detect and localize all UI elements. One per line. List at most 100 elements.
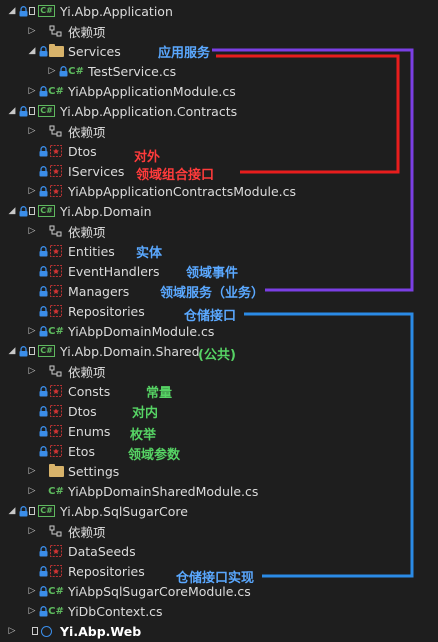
- collapse-chevron-icon[interactable]: ▷: [48, 66, 56, 76]
- tree-item[interactable]: ▷依赖项: [26, 521, 106, 541]
- dependencies-icon: [48, 361, 64, 381]
- tree-item[interactable]: EventHandlers: [26, 261, 160, 281]
- tree-item-label: Yi.Abp.Application: [60, 3, 173, 19]
- lock-icon: [38, 281, 48, 301]
- annotation-entity: 实体: [136, 246, 163, 261]
- lock-icon: [38, 241, 48, 261]
- tree-item-label: YiDbContext.cs: [68, 603, 163, 619]
- collapse-chevron-icon[interactable]: ▷: [28, 526, 36, 536]
- tree-item[interactable]: ▷依赖项: [26, 221, 106, 241]
- tree-item[interactable]: IServices: [26, 161, 124, 181]
- tree-item[interactable]: ▷Yi.Abp.Web: [6, 621, 142, 641]
- purple-connector: [212, 48, 414, 292]
- collapse-chevron-icon[interactable]: ▷: [28, 366, 36, 376]
- chevron-spacer: [26, 561, 38, 581]
- tree-item[interactable]: ◢C#Yi.Abp.Application: [6, 1, 173, 21]
- tree-item[interactable]: ▷YiAbpApplicationContractsModule.cs: [26, 181, 297, 201]
- tree-item[interactable]: Dtos: [26, 141, 97, 161]
- tree-item[interactable]: ▷C#YiAbpDomainSharedModule.cs: [26, 481, 259, 501]
- tree-item-label: DataSeeds: [68, 543, 136, 559]
- chevron-spacer: [26, 421, 38, 441]
- chevron-spacer: [26, 141, 38, 161]
- missing-folder-icon: [48, 141, 64, 161]
- annotation-public: (公共): [198, 348, 236, 363]
- collapse-chevron-icon[interactable]: ▷: [8, 626, 16, 636]
- lock-spacer: [38, 221, 48, 241]
- tree-item-label: TestService.cs: [88, 63, 177, 79]
- tree-item[interactable]: ◢Services: [26, 41, 121, 61]
- csharp-project-icon: C#: [28, 501, 56, 521]
- chevron-spacer: [26, 241, 38, 261]
- tree-item[interactable]: ▷依赖项: [26, 21, 106, 41]
- collapse-chevron-icon[interactable]: ▷: [28, 226, 36, 236]
- collapse-chevron-icon[interactable]: ▷: [28, 86, 36, 96]
- tree-item-label: YiAbpDomainModule.cs: [68, 323, 215, 339]
- lock-icon: [18, 341, 28, 361]
- tree-item-label: Consts: [68, 383, 111, 399]
- tree-item[interactable]: ▷C#YiAbpDomainModule.cs: [26, 321, 215, 341]
- missing-folder-icon: [48, 441, 64, 461]
- chevron-spacer: [26, 381, 38, 401]
- tree-item-label: Yi.Abp.Domain: [60, 203, 152, 219]
- tree-item[interactable]: ▷C#TestService.cs: [46, 61, 177, 81]
- tree-item[interactable]: ◢C#Yi.Abp.Domain.Shared: [6, 341, 200, 361]
- lock-spacer: [38, 481, 48, 501]
- expand-chevron-icon[interactable]: ◢: [8, 106, 16, 116]
- tree-item[interactable]: Entities: [26, 241, 115, 261]
- lock-spacer: [38, 521, 48, 541]
- expand-chevron-icon[interactable]: ◢: [8, 206, 16, 216]
- tree-item-label: Settings: [68, 463, 120, 479]
- collapse-chevron-icon[interactable]: ▷: [28, 586, 36, 596]
- chevron-spacer: [26, 541, 38, 561]
- collapse-chevron-icon[interactable]: ▷: [28, 26, 36, 36]
- tree-item[interactable]: ◢C#Yi.Abp.Domain: [6, 201, 152, 221]
- red-connector: [216, 54, 400, 174]
- collapse-chevron-icon[interactable]: ▷: [28, 126, 36, 136]
- expand-chevron-icon[interactable]: ◢: [8, 6, 16, 16]
- collapse-chevron-icon[interactable]: ▷: [28, 606, 36, 616]
- collapse-chevron-icon[interactable]: ▷: [28, 466, 36, 476]
- tree-item[interactable]: Managers: [26, 281, 129, 301]
- missing-folder-icon: [48, 281, 64, 301]
- collapse-chevron-icon[interactable]: ▷: [28, 326, 36, 336]
- chevron-spacer: [26, 441, 38, 461]
- blue-connector: [244, 312, 414, 578]
- tree-item[interactable]: ▷ Settings: [26, 461, 119, 481]
- tree-item[interactable]: Dtos: [26, 401, 97, 421]
- missing-folder-icon: [48, 421, 64, 441]
- dependencies-icon: [48, 21, 64, 41]
- lock-spacer: [38, 461, 48, 481]
- collapse-chevron-icon[interactable]: ▷: [28, 186, 36, 196]
- lock-icon: [38, 581, 48, 601]
- expand-chevron-icon[interactable]: ◢: [8, 506, 16, 516]
- tree-item[interactable]: Consts: [26, 381, 110, 401]
- tree-item[interactable]: ▷C#YiAbpSqlSugarCoreModule.cs: [26, 581, 251, 601]
- tree-item[interactable]: Etos: [26, 441, 95, 461]
- lock-icon: [38, 381, 48, 401]
- annotation-app-service: 应用服务: [158, 46, 211, 61]
- collapse-chevron-icon[interactable]: ▷: [28, 486, 36, 496]
- csharp-project-icon: C#: [28, 341, 56, 361]
- tree-item-label: Enums: [68, 423, 111, 439]
- tree-item[interactable]: ▷ 依赖项: [26, 361, 106, 381]
- tree-item[interactable]: Repositories: [26, 561, 145, 581]
- folder-icon: [48, 41, 64, 61]
- missing-folder-icon: [48, 261, 64, 281]
- tree-item[interactable]: ▷依赖项: [26, 121, 106, 141]
- tree-item[interactable]: Repositories: [26, 301, 145, 321]
- tree-item[interactable]: Enums: [26, 421, 110, 441]
- lock-icon: [38, 181, 48, 201]
- expand-chevron-icon[interactable]: ◢: [8, 346, 16, 356]
- tree-item[interactable]: ◢C#Yi.Abp.SqlSugarCore: [6, 501, 188, 521]
- tree-item[interactable]: DataSeeds: [26, 541, 136, 561]
- tree-item[interactable]: ◢C#Yi.Abp.Application.Contracts: [6, 101, 238, 121]
- lock-icon: [18, 501, 28, 521]
- tree-item[interactable]: ▷C#YiDbContext.cs: [26, 601, 163, 621]
- tree-item[interactable]: ▷C#YiAbpApplicationModule.cs: [26, 81, 236, 101]
- lock-icon: [38, 321, 48, 341]
- tree-item-label: 依赖项: [68, 364, 106, 380]
- csharp-file-icon: C#: [48, 585, 64, 597]
- lock-icon: [38, 561, 48, 581]
- expand-chevron-icon[interactable]: ◢: [28, 46, 36, 56]
- missing-folder-icon: [48, 301, 64, 321]
